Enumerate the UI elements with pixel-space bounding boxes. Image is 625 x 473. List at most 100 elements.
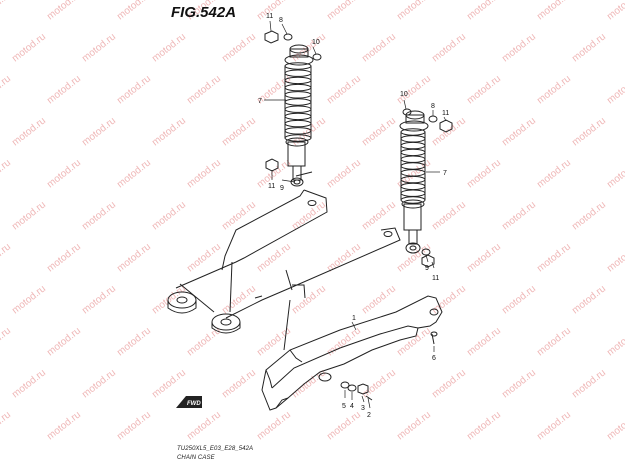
watermark-text: motod.ru bbox=[605, 325, 625, 358]
watermark-text: motod.ru bbox=[325, 409, 363, 442]
leader-lines bbox=[264, 20, 447, 409]
callout-chain-case: 1 bbox=[352, 315, 356, 322]
watermark-text: motod.ru bbox=[255, 0, 293, 22]
watermark-text: motod.ru bbox=[80, 115, 118, 148]
watermark-text: motod.ru bbox=[535, 241, 573, 274]
watermark-text: motod.ru bbox=[465, 73, 503, 106]
watermark-text: motod.ru bbox=[220, 367, 258, 400]
watermark-text: motod.ru bbox=[220, 199, 258, 232]
spring-coil bbox=[284, 119, 312, 128]
watermark-text: motod.ru bbox=[255, 325, 293, 358]
watermark-text: motod.ru bbox=[10, 199, 48, 232]
watermark-text: motod.ru bbox=[80, 199, 118, 232]
watermark-text: motod.ru bbox=[570, 115, 608, 148]
callout-washer-a: 5 bbox=[342, 403, 346, 410]
spring-coil bbox=[400, 155, 426, 163]
watermark-text: motod.ru bbox=[360, 367, 398, 400]
watermark-text: motod.ru bbox=[255, 241, 293, 274]
watermark-text: motod.ru bbox=[150, 115, 188, 148]
watermark-text: motod.ru bbox=[535, 73, 573, 106]
spring-coil bbox=[284, 112, 312, 121]
callout-chain-case-bolt-rear: 6 bbox=[432, 355, 436, 362]
watermark-text: motod.ru bbox=[115, 241, 153, 274]
watermark-text: motod.ru bbox=[10, 31, 48, 64]
callout-left-bottom-washer: 9 bbox=[280, 185, 284, 192]
watermark-text: motod.ru bbox=[290, 31, 328, 64]
watermark-text: motod.ru bbox=[45, 0, 83, 22]
callout-left-spring: 7 bbox=[258, 98, 262, 105]
watermark-text: motod.ru bbox=[535, 325, 573, 358]
spring-coil bbox=[284, 98, 312, 106]
watermark-text: motod.ru bbox=[570, 31, 608, 64]
spring-coil bbox=[284, 69, 312, 77]
watermark-text: motod.ru bbox=[185, 241, 223, 274]
watermark-text: motod.ru bbox=[570, 367, 608, 400]
watermark-text: motod.ru bbox=[150, 31, 188, 64]
spring-coil bbox=[284, 105, 312, 113]
spring-coil bbox=[400, 135, 426, 143]
watermark-text: motod.ru bbox=[325, 241, 363, 274]
watermark-text: motod.ru bbox=[605, 157, 625, 190]
spring-coil bbox=[284, 83, 312, 92]
watermark-text: motod.ru bbox=[605, 241, 625, 274]
watermark-text: motod.ru bbox=[395, 73, 433, 106]
watermark-text: motod.ru bbox=[465, 0, 503, 22]
watermark-text: motod.ru bbox=[115, 409, 153, 442]
watermark-text: motod.ru bbox=[290, 283, 328, 316]
callout-numbers: 11 8 10 7 11 9 10 8 11 7 9 11 1 6 5 4 3 … bbox=[258, 13, 449, 419]
spring-coil bbox=[400, 141, 426, 150]
watermark-text: motod.ru bbox=[255, 409, 293, 442]
left-shock-hardware bbox=[264, 30, 322, 185]
watermark-text: motod.ru bbox=[185, 325, 223, 358]
watermark-text: motod.ru bbox=[360, 31, 398, 64]
left-shock-absorber bbox=[284, 44, 314, 187]
callout-left-top-nut: 11 bbox=[266, 13, 273, 20]
watermark-text: motod.ru bbox=[535, 409, 573, 442]
spring-coil bbox=[284, 62, 312, 70]
watermark-text: motod.ru bbox=[430, 283, 468, 316]
watermark-text: motod.ru bbox=[185, 73, 223, 106]
spring-outline bbox=[400, 132, 426, 200]
forward-direction-badge: FWD bbox=[176, 396, 202, 408]
watermark-text: motod.ru bbox=[0, 157, 13, 190]
right-shock-absorber bbox=[399, 110, 429, 254]
spring-coil bbox=[284, 91, 312, 99]
watermark-text: motod.ru bbox=[115, 325, 153, 358]
watermark-text: motod.ru bbox=[220, 115, 258, 148]
figure-title: FIG.542A bbox=[171, 4, 237, 21]
watermark-text: motod.ru bbox=[0, 241, 13, 274]
watermark-text: motod.ru bbox=[45, 409, 83, 442]
watermark-text: motod.ru bbox=[500, 283, 538, 316]
watermark-text: motod.ru bbox=[115, 73, 153, 106]
callout-nut: 3 bbox=[361, 405, 365, 412]
callout-washer-b: 4 bbox=[350, 403, 354, 410]
watermark-text: motod.ru bbox=[395, 0, 433, 22]
watermark-text: motod.ru bbox=[500, 31, 538, 64]
callout-right-top-bushing: 10 bbox=[400, 91, 408, 98]
watermark-text: motod.ru bbox=[465, 409, 503, 442]
watermark-text: motod.ru bbox=[360, 199, 398, 232]
watermark-text: motod.ru bbox=[0, 325, 13, 358]
watermark-text: motod.ru bbox=[150, 283, 188, 316]
figure-model-code: TU250XL5_E03_E28_542A bbox=[177, 446, 254, 452]
figure-caption-name: CHAIN CASE bbox=[177, 455, 215, 461]
watermark-text: motod.ru bbox=[45, 325, 83, 358]
watermark-text: motod.ru bbox=[500, 199, 538, 232]
watermark-text: motod.ru bbox=[325, 73, 363, 106]
watermark-text: motod.ru bbox=[500, 367, 538, 400]
watermark-text: motod.ru bbox=[220, 31, 258, 64]
watermark-text: motod.ru bbox=[360, 283, 398, 316]
watermark-text: motod.ru bbox=[185, 157, 223, 190]
callout-right-spring: 7 bbox=[443, 170, 447, 177]
watermark-text: motod.ru bbox=[395, 409, 433, 442]
watermark-text: motod.ru bbox=[325, 0, 363, 22]
watermark-text: motod.ru bbox=[45, 73, 83, 106]
watermark-text: motod.ru bbox=[570, 283, 608, 316]
watermark-text: motod.ru bbox=[500, 115, 538, 148]
watermark-text: motod.ru bbox=[150, 367, 188, 400]
watermark-text: motod.ru bbox=[80, 367, 118, 400]
spring-outline bbox=[284, 66, 312, 138]
callout-left-top-washer: 8 bbox=[279, 17, 283, 24]
watermark-text: motod.ru bbox=[115, 0, 153, 22]
